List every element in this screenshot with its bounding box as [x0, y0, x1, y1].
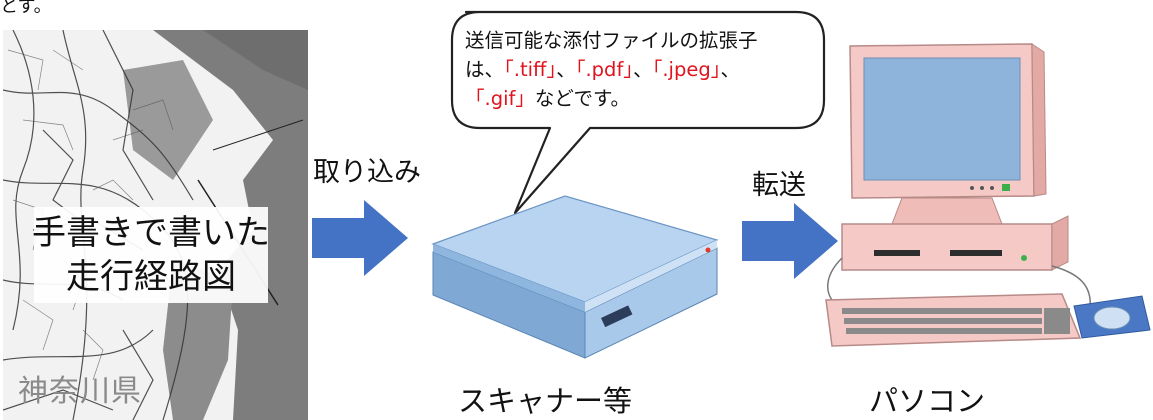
- step-transfer-label: 転送: [752, 170, 806, 201]
- scanner-label: スキャナー等: [458, 384, 633, 418]
- step-import-label: 取り込み: [313, 157, 421, 188]
- bubble-line2: は、「.tiff」、「.pdf」、「.jpeg」、: [465, 58, 740, 81]
- computer-icon: [825, 43, 1151, 347]
- map-caption-line2: 走行経路図: [66, 257, 236, 297]
- map-place-name: 神奈川県: [18, 374, 142, 409]
- arrow-right-icon: [742, 203, 838, 279]
- ext-gif: 「.gif」: [465, 87, 535, 110]
- arrow-right-icon: [312, 200, 408, 276]
- bubble-line3: 「.gif」などです。: [465, 87, 631, 110]
- scanner-icon: [431, 195, 719, 359]
- ext-jpeg: 「.jpeg」: [652, 58, 721, 81]
- computer-label: パソコン: [869, 384, 986, 418]
- ext-pdf: 「.pdf」: [575, 58, 634, 81]
- speech-bubble: [450, 10, 826, 215]
- bubble-text: 送信可能な添付ファイルの拡張子 は、「.tiff」、「.pdf」、「.jpeg」…: [465, 26, 795, 113]
- map-caption-line1: 手書きで書いた: [32, 213, 270, 253]
- ext-tiff: 「.tiff」: [504, 58, 557, 81]
- bubble-line1: 送信可能な添付ファイルの拡張子: [465, 29, 758, 52]
- stray-text: とす。: [0, 0, 52, 17]
- map-caption: 手書きで書いた 走行経路図: [32, 207, 270, 303]
